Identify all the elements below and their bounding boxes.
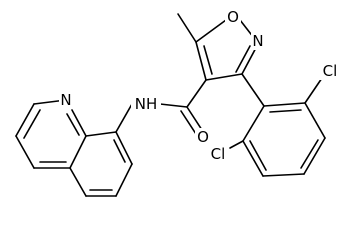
bond-q-c8-c7 — [115, 131, 133, 165]
bond-ph-2 — [304, 102, 326, 139]
isoxazole-oxygen-label: O — [227, 8, 239, 26]
bond-c4-c5-double — [203, 45, 213, 75]
carbonyl-oxygen-label: O — [197, 128, 209, 146]
bond-q-c8a-n1-inner — [66, 113, 80, 136]
bond-q-c5-c4a — [69, 167, 87, 197]
bond-o-c5 — [195, 19, 227, 43]
atom-labels: O N O NH N Cl Cl — [59, 8, 341, 163]
bond-ph-5 — [242, 140, 264, 177]
bond-q-c7-c6 — [115, 163, 133, 197]
chlorine-top-label: Cl — [323, 62, 338, 80]
bond-ph-6 — [242, 105, 265, 142]
bond-q-c8-c7-inner — [113, 139, 126, 163]
amide-nh-label: NH — [135, 95, 158, 113]
bond-ph-1-inner — [269, 109, 302, 113]
molecule-structure: O N O NH N Cl Cl — [15, 8, 341, 197]
bond-q-c3-c4 — [15, 135, 35, 169]
bond-ph-4 — [262, 173, 305, 177]
bond-nh-quinoline — [115, 103, 133, 133]
bond-q-c8a-n1 — [71, 109, 87, 137]
bond-ph-1 — [263, 102, 306, 107]
bond-ph-3 — [303, 137, 326, 175]
bonds — [15, 13, 326, 197]
bond-carbonyl-o-double — [180, 110, 197, 135]
bond-c5-methyl — [177, 13, 197, 43]
bond-ph-cl-top — [304, 77, 323, 104]
structure-canvas: O N O NH N Cl Cl — [15, 8, 341, 197]
bond-q-c4a-c8a — [69, 135, 87, 169]
bond-carbonyl-nh — [159, 103, 188, 108]
bond-ph-cl-bottom — [229, 140, 244, 149]
chlorine-bottom-label: Cl — [211, 145, 226, 163]
bond-q-c2-c3-inner — [23, 109, 41, 139]
bond-ph-3-inner — [300, 139, 319, 169]
isoxazole-nitrogen-label: N — [252, 32, 263, 50]
bond-c3-c4 — [205, 73, 243, 81]
bond-c4-c5 — [195, 41, 207, 81]
bond-carbonyl-o — [186, 106, 203, 131]
bond-n-c3-double — [235, 45, 251, 73]
bond-q-c2-c3 — [15, 103, 35, 137]
bond-q-c8a-c8 — [85, 131, 117, 137]
bond-c4-carbonyl — [186, 79, 207, 108]
bond-c3-phenyl — [241, 73, 265, 107]
quinoline-nitrogen-label: N — [60, 91, 71, 109]
bond-ph-5-inner — [249, 140, 267, 171]
